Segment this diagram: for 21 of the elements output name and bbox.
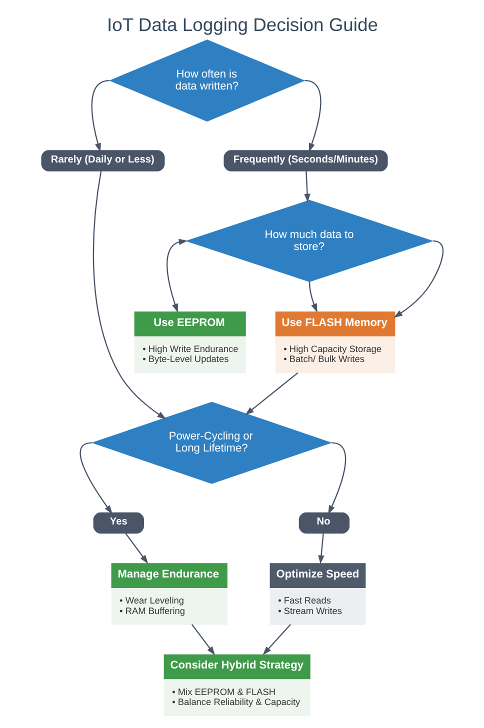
arrow: [90, 80, 110, 152]
arrow: [124, 532, 148, 564]
arrow: [190, 624, 215, 656]
arrow: [166, 238, 188, 313]
node-box: No: [298, 512, 350, 534]
diagram-title: IoT Data Logging Decision Guide: [106, 14, 378, 35]
node-box: Yes: [92, 512, 144, 534]
arrow: [262, 624, 290, 656]
arrow: [244, 372, 298, 416]
arrow: [304, 170, 310, 203]
arrow: [79, 442, 112, 514]
arrow: [328, 442, 346, 514]
node-diamond: How much data to store?: [184, 200, 433, 282]
node-diamond: Power-Cycling or Long Lifetime?: [90, 402, 332, 484]
arrow: [318, 533, 324, 564]
arrow: [92, 171, 166, 420]
arrow: [304, 80, 321, 152]
node-box: Rarely (Daily or Less): [40, 150, 164, 172]
arrow: [308, 282, 317, 313]
node-diamond: How often is data written?: [108, 40, 305, 122]
node-box: Frequently (Seconds/Minutes): [223, 150, 388, 172]
